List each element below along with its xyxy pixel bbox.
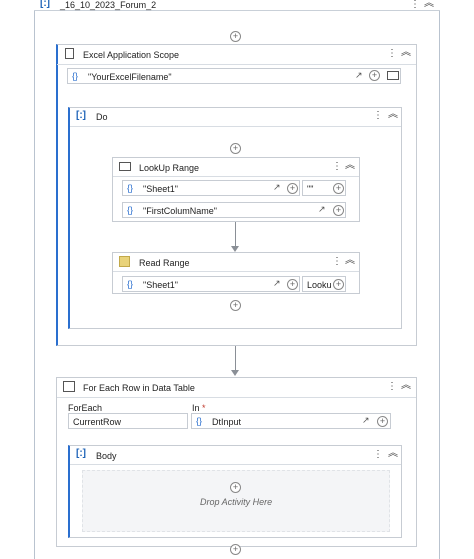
divider [70,464,401,465]
for-each-more-icon[interactable]: ⋮ [387,381,397,392]
flow-connector [235,346,236,370]
excel-scope-collapse-icon[interactable]: ︽ [401,47,411,58]
expression-braces-icon: {} [196,416,203,426]
add-activity-icon[interactable]: + [230,31,241,42]
foreach-label: ForEach [68,403,103,413]
add-variable-icon[interactable]: + [333,183,344,194]
foreach-variable-field[interactable]: CurrentRow [68,413,188,429]
workflow-title: _16_10_2023_Forum_2 [60,0,157,10]
add-activity-icon[interactable]: + [230,300,241,311]
add-variable-icon[interactable]: + [333,279,344,290]
drop-activity-zone[interactable] [82,470,390,532]
in-label: In * [192,403,206,413]
sequence-icon: [:] [76,110,86,121]
add-variable-icon[interactable]: + [369,70,380,81]
expand-editor-icon[interactable]: ↗ [318,204,326,214]
add-variable-icon[interactable]: + [287,279,298,290]
excel-filename-value: "YourExcelFilename" [88,72,172,82]
add-activity-icon[interactable]: + [230,544,241,555]
body-collapse-icon[interactable]: ︽ [388,448,398,459]
divider [70,126,401,127]
for-each-title: For Each Row in Data Table [83,383,195,393]
read-range-more-icon[interactable]: ⋮ [332,256,342,267]
expand-editor-icon[interactable]: ↗ [273,182,281,192]
add-activity-icon[interactable]: + [230,143,241,154]
in-datatable-value: DtInput [212,417,242,427]
lookup-more-icon[interactable]: ⋮ [332,161,342,172]
expression-braces-icon: {} [72,71,79,81]
lookup-collapse-icon[interactable]: ︽ [345,160,355,171]
sequence-icon: [:] [40,0,50,9]
required-mark: * [202,403,206,413]
read-range-sheet-field[interactable]: {} "Sheet1" [122,276,300,292]
do-collapse-icon[interactable]: ︽ [388,109,398,120]
lookup-value: "" [307,184,314,194]
add-variable-icon[interactable]: + [377,416,388,427]
for-each-collapse-icon[interactable]: ︽ [401,380,411,391]
excel-scope-title: Excel Application Scope [83,50,180,60]
read-range-title: Read Range [139,258,190,268]
for-each-icon [63,381,75,392]
divider [57,64,416,65]
body-title: Body [96,451,117,461]
flow-arrow-icon [231,370,239,376]
browse-folder-icon[interactable] [387,71,399,80]
drop-activity-text: Drop Activity Here [200,497,273,507]
collapse-icon[interactable]: ︽ [424,0,434,9]
expression-braces-icon: {} [127,205,134,215]
read-range-output-value: Looku [307,280,332,290]
read-range-icon [119,256,130,267]
workflow-sequence-frame [34,0,440,559]
excel-scope-icon [65,48,74,59]
workflow-header[interactable] [34,0,440,11]
divider [57,397,416,398]
lookup-column-field[interactable]: {} "FirstColumName" [122,202,346,218]
divider [113,176,359,177]
divider [113,271,359,272]
lookup-range-icon [119,162,131,171]
more-options-icon[interactable]: ⋮ [410,0,420,10]
expand-editor-icon[interactable]: ↗ [273,278,281,288]
do-title: Do [96,112,108,122]
sequence-icon: [:] [76,448,86,459]
expression-braces-icon: {} [127,279,134,289]
in-datatable-field[interactable]: {} DtInput [191,413,391,429]
lookup-sheet-field[interactable]: {} "Sheet1" [122,180,300,196]
read-range-sheet-value: "Sheet1" [143,280,178,290]
add-activity-icon[interactable]: + [230,482,241,493]
excel-scope-more-icon[interactable]: ⋮ [387,48,397,59]
flow-arrow-icon [231,246,239,252]
lookup-sheet-value: "Sheet1" [143,184,178,194]
add-variable-icon[interactable]: + [287,183,298,194]
foreach-variable-value: CurrentRow [73,417,122,427]
read-range-collapse-icon[interactable]: ︽ [345,255,355,266]
in-label-text: In [192,403,200,413]
lookup-column-value: "FirstColumName" [143,206,217,216]
expression-braces-icon: {} [127,183,134,193]
expand-editor-icon[interactable]: ↗ [355,70,363,80]
flow-connector [235,222,236,246]
lookup-range-title: LookUp Range [139,163,200,173]
excel-filename-field[interactable]: {} "YourExcelFilename" [67,68,401,84]
body-more-icon[interactable]: ⋮ [373,449,383,460]
add-variable-icon[interactable]: + [333,205,344,216]
expand-editor-icon[interactable]: ↗ [362,415,370,425]
do-more-icon[interactable]: ⋮ [373,110,383,121]
